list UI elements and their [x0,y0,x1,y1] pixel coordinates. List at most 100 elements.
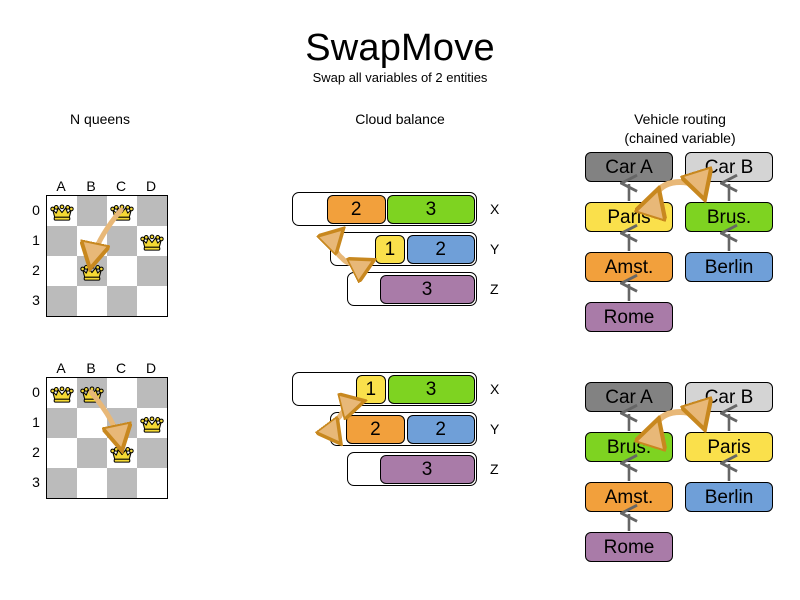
board-cell-C1[interactable] [107,408,137,438]
cloud-free-capacity [333,415,346,444]
board-cell-A2[interactable] [47,438,77,468]
queen-piece[interactable] [79,380,105,406]
queen-piece[interactable] [49,198,75,224]
board-cell-D2[interactable] [137,256,167,286]
vrp-node-rome[interactable]: Rome [585,532,673,562]
vrp-node-car-b[interactable]: Car B [685,382,773,412]
chess-board [46,377,168,499]
cloud-process-1[interactable]: 1 [355,374,387,404]
cloud-process-3[interactable]: 3 [379,274,475,304]
board-row-label-3: 3 [32,292,40,308]
vrp-node-car-b[interactable]: Car B [685,152,773,182]
vrp-node-brus[interactable]: Brus. [585,432,673,462]
board-row-label-1: 1 [32,232,40,248]
cloud-process-2[interactable]: 2 [345,414,406,444]
cloud-process-2[interactable]: 2 [326,194,386,224]
board-cell-B0[interactable] [77,196,107,226]
board-cell-C0[interactable] [107,378,137,408]
board-row-label-0: 0 [32,384,40,400]
vrp-node-brus[interactable]: Brus. [685,202,773,232]
cloud-computer-label-x: X [490,201,500,217]
vrp-node-car-a[interactable]: Car A [585,152,673,182]
queen-icon [80,386,104,403]
queen-icon [110,446,134,463]
section-title-cloud-balance: Cloud balance [355,111,445,127]
board-cell-B3[interactable] [77,468,107,498]
queen-icon [110,204,134,221]
vrp-node-amst[interactable]: Amst. [585,482,673,512]
board-cell-A1[interactable] [47,408,77,438]
board-row-label-1: 1 [32,414,40,430]
board-cell-D0[interactable] [137,378,167,408]
board-cell-A3[interactable] [47,286,77,316]
cloud-free-capacity [333,235,375,264]
queen-piece[interactable] [109,198,135,224]
board-cell-B2[interactable] [77,438,107,468]
vrp-node-paris[interactable]: Paris [685,432,773,462]
cloud-free-capacity [295,195,327,224]
board-cell-C0[interactable] [107,196,137,226]
cloud-process-2[interactable]: 2 [406,414,475,444]
board-cell-C2[interactable] [107,256,137,286]
board-cell-B0[interactable] [77,378,107,408]
cloud-process-1[interactable]: 1 [374,234,406,264]
cloud-computer-capacity-bar[interactable]: 3 [347,452,477,486]
board-cell-D0[interactable] [137,196,167,226]
queen-icon [50,386,74,403]
board-cell-A0[interactable] [47,378,77,408]
board-cell-D2[interactable] [137,438,167,468]
queen-piece[interactable] [139,410,165,436]
board-cell-A3[interactable] [47,468,77,498]
vrp-node-car-a[interactable]: Car A [585,382,673,412]
board-row-label-0: 0 [32,202,40,218]
queen-piece[interactable] [49,380,75,406]
board-cell-C2[interactable] [107,438,137,468]
board-cell-A2[interactable] [47,256,77,286]
vrp-title-line-2: (chained variable) [624,130,736,146]
vrp-node-rome[interactable]: Rome [585,302,673,332]
board-cell-B3[interactable] [77,286,107,316]
vrp-node-berlin[interactable]: Berlin [685,252,773,282]
board-cell-C3[interactable] [107,286,137,316]
chess-board [46,195,168,317]
board-cell-B1[interactable] [77,408,107,438]
board-column-label-c: C [115,360,127,376]
board-cell-D1[interactable] [137,408,167,438]
cloud-process-3[interactable]: 3 [379,454,475,484]
board-cell-D1[interactable] [137,226,167,256]
cloud-computer-label-z: Z [490,461,499,477]
queen-piece[interactable] [139,228,165,254]
cloud-process-2[interactable]: 2 [406,234,475,264]
board-cell-D3[interactable] [137,286,167,316]
cloud-computer-capacity-bar[interactable]: 3 [347,272,477,306]
board-cell-C3[interactable] [107,468,137,498]
queen-piece[interactable] [109,440,135,466]
cloud-free-capacity [350,275,380,304]
vrp-node-amst[interactable]: Amst. [585,252,673,282]
board-cell-B1[interactable] [77,226,107,256]
vrp-title-line-1: Vehicle routing [634,111,726,127]
board-row-label-2: 2 [32,262,40,278]
board-row-label-2: 2 [32,444,40,460]
board-cell-C1[interactable] [107,226,137,256]
cloud-process-3[interactable]: 3 [387,374,475,404]
board-cell-D3[interactable] [137,468,167,498]
vrp-node-paris[interactable]: Paris [585,202,673,232]
board-cell-A0[interactable] [47,196,77,226]
board-cell-A1[interactable] [47,226,77,256]
queen-piece[interactable] [79,258,105,284]
vrp-node-berlin[interactable]: Berlin [685,482,773,512]
cloud-process-3[interactable]: 3 [387,194,475,224]
board-cell-B2[interactable] [77,256,107,286]
